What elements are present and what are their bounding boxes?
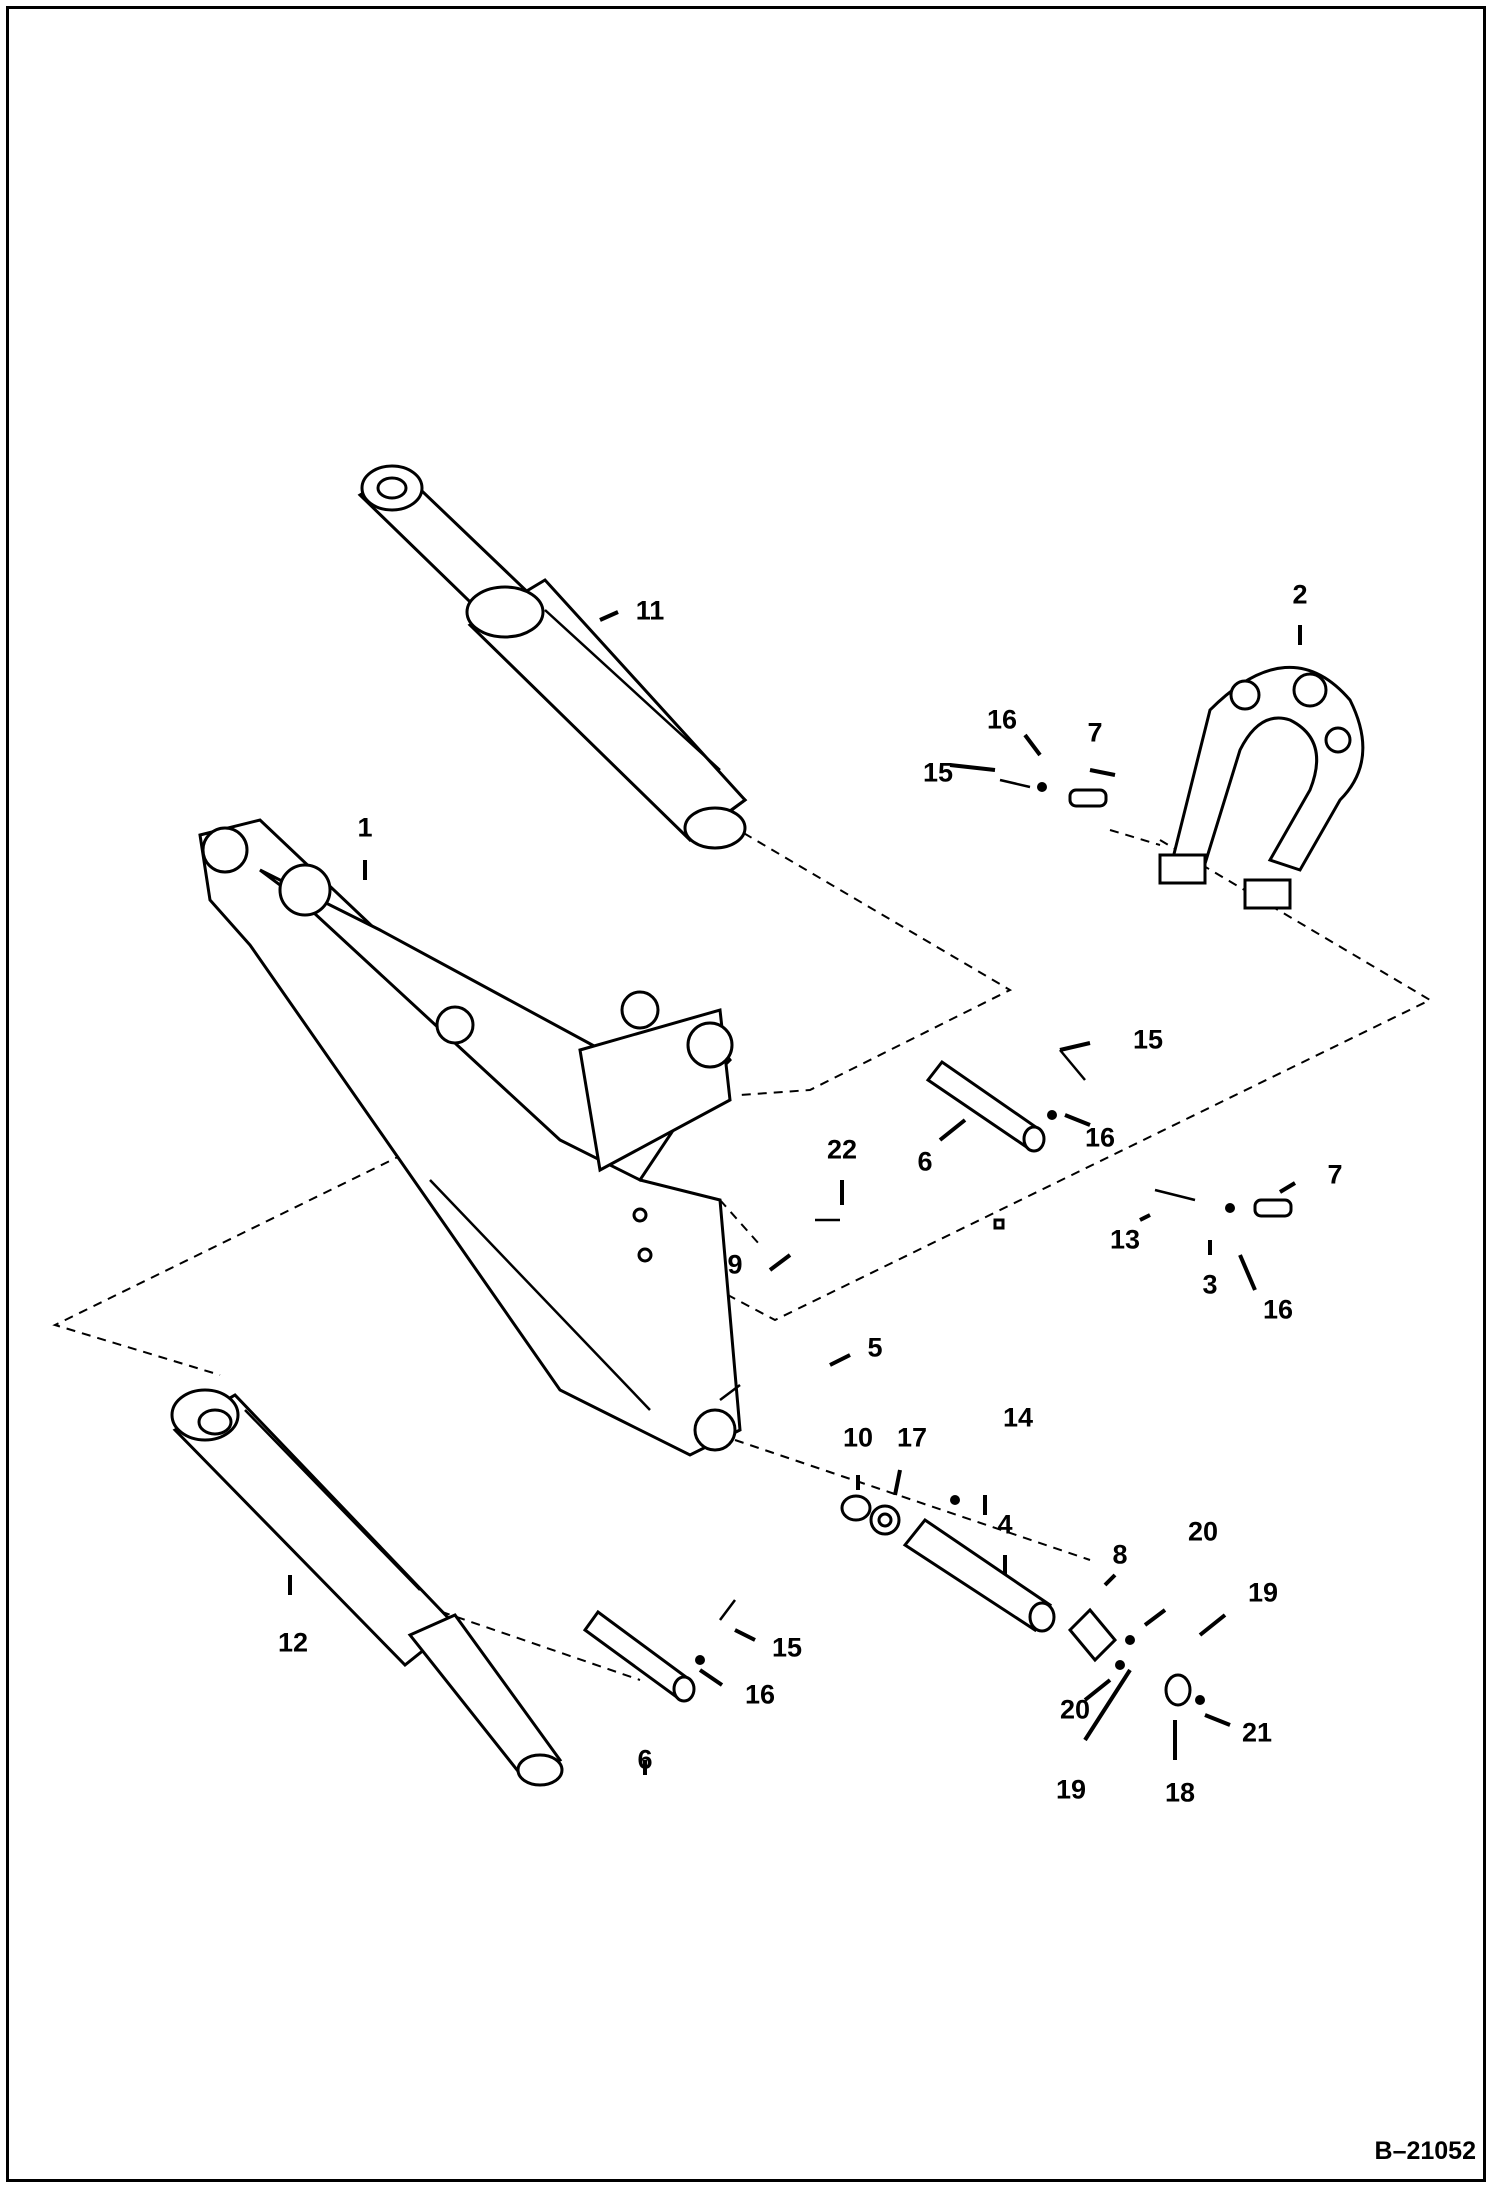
callout-6-upper: 6	[917, 1146, 933, 1177]
callout-12: 12	[277, 1627, 309, 1658]
callout-10: 10	[842, 1422, 874, 1453]
callout-19-lower: 19	[1055, 1774, 1087, 1805]
leader-lines	[288, 610, 1302, 1775]
callout-22: 22	[826, 1134, 858, 1165]
connection-dots	[695, 782, 1235, 1705]
boom-arm	[198, 818, 742, 1457]
callout-8: 8	[1112, 1539, 1128, 1570]
callout-19-upper: 19	[1247, 1577, 1279, 1608]
cylinder-lower	[170, 1388, 564, 1787]
hardware-parts	[582, 778, 1293, 1707]
callout-16-middle: 16	[1084, 1122, 1116, 1153]
drawing-reference-number: B–21052	[1374, 2137, 1476, 2165]
callout-3: 3	[1202, 1269, 1218, 1300]
callout-15-upper: 15	[922, 757, 954, 788]
callout-16-upper: 16	[986, 704, 1018, 735]
callout-5: 5	[867, 1332, 883, 1363]
callout-21: 21	[1241, 1717, 1273, 1748]
callout-1: 1	[357, 812, 373, 843]
callout-7-lower: 7	[1327, 1159, 1343, 1190]
callout-14: 14	[1002, 1402, 1034, 1433]
callout-20-lower: 20	[1059, 1694, 1091, 1725]
callout-6-lower: 6	[637, 1744, 653, 1775]
callout-15-middle: 15	[1132, 1024, 1164, 1055]
callout-15-lower: 15	[771, 1632, 803, 1663]
callout-18: 18	[1164, 1777, 1196, 1808]
callout-7-upper: 7	[1087, 717, 1103, 748]
callout-9: 9	[727, 1249, 743, 1280]
callout-11: 11	[635, 595, 665, 626]
callout-2: 2	[1292, 579, 1308, 610]
callout-13: 13	[1109, 1224, 1141, 1255]
swing-bracket	[1158, 666, 1365, 910]
callout-16-right: 16	[1262, 1294, 1294, 1325]
diagram-frame	[6, 6, 1486, 2182]
callout-4: 4	[997, 1509, 1013, 1540]
callout-17: 17	[896, 1422, 928, 1453]
callout-20-upper: 20	[1187, 1516, 1219, 1547]
cylinder-upper	[357, 464, 748, 850]
callout-16-lower: 16	[744, 1679, 776, 1710]
